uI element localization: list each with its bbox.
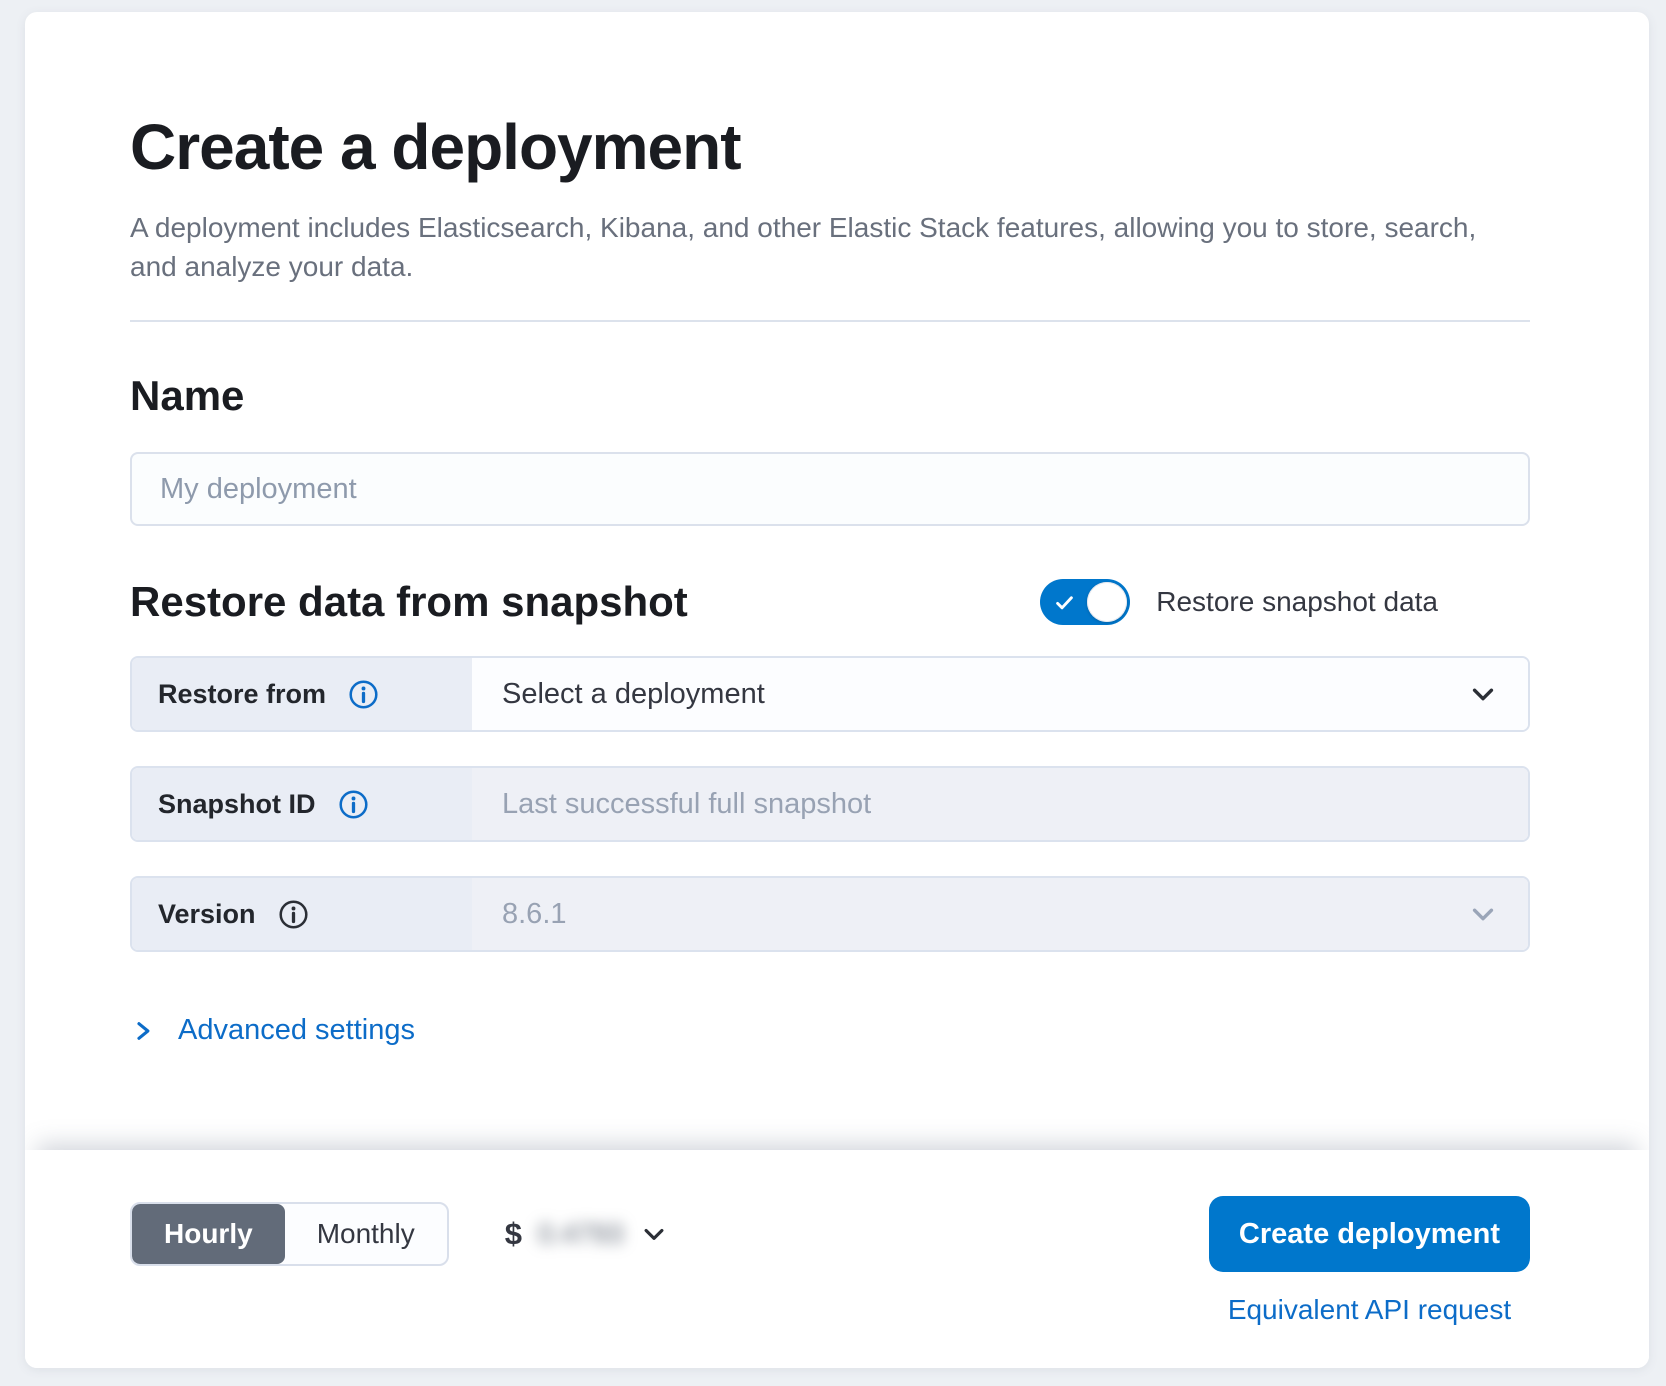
divider xyxy=(130,320,1530,322)
restore-from-label: Restore from xyxy=(158,678,327,709)
info-icon[interactable] xyxy=(278,899,309,930)
chevron-down-icon xyxy=(1468,679,1498,709)
restore-from-label-cell: Restore from xyxy=(132,658,472,730)
billing-monthly-button[interactable]: Monthly xyxy=(285,1204,447,1264)
restore-snapshot-toggle[interactable] xyxy=(1040,579,1131,625)
actions-cluster: Create deployment Equivalent API request xyxy=(1208,1196,1530,1326)
price-currency: $ xyxy=(504,1216,522,1251)
restore-from-select[interactable]: Select a deployment xyxy=(472,658,1528,730)
price-dropdown[interactable]: $ 0.4793 xyxy=(505,1216,668,1252)
snapshot-id-input: Last successful full snapshot xyxy=(472,768,1528,840)
restore-from-row: Restore from Select a deployment xyxy=(130,656,1530,732)
chevron-right-icon xyxy=(130,1018,156,1044)
equivalent-api-request-link[interactable]: Equivalent API request xyxy=(1227,1294,1512,1325)
billing-hourly-button[interactable]: Hourly xyxy=(132,1204,285,1264)
snapshot-id-label-cell: Snapshot ID xyxy=(132,768,472,840)
snapshot-id-label: Snapshot ID xyxy=(158,788,316,819)
page-title: Create a deployment xyxy=(130,111,742,183)
name-section-heading: Name xyxy=(130,372,245,419)
version-label-cell: Version xyxy=(132,878,472,950)
version-select: 8.6.1 xyxy=(472,878,1528,950)
version-row: Version 8.6.1 xyxy=(130,876,1530,952)
check-icon xyxy=(1056,596,1074,610)
advanced-settings-label: Advanced settings xyxy=(178,1014,415,1046)
restore-section-heading: Restore data from snapshot xyxy=(130,578,688,625)
restore-snapshot-toggle-group: Restore snapshot data xyxy=(1040,579,1438,625)
chevron-down-icon xyxy=(1468,899,1498,929)
price-amount-blurred: 0.4793 xyxy=(537,1218,624,1249)
billing-period-group: Hourly Monthly xyxy=(130,1202,449,1266)
advanced-settings-link[interactable]: Advanced settings xyxy=(130,1014,415,1047)
create-deployment-button[interactable]: Create deployment xyxy=(1208,1196,1530,1272)
create-deployment-panel: Create a deployment A deployment include… xyxy=(25,12,1649,1368)
info-icon[interactable] xyxy=(348,679,379,710)
toggle-knob xyxy=(1087,582,1128,622)
snapshot-id-row: Snapshot ID Last successful full snapsho… xyxy=(130,766,1530,842)
bottom-bar: Hourly Monthly $ 0.4793 Create deploymen… xyxy=(25,1150,1649,1368)
deployment-name-input[interactable] xyxy=(130,452,1530,526)
page-subtitle: A deployment includes Elasticsearch, Kib… xyxy=(130,212,1477,282)
chevron-down-icon xyxy=(640,1220,668,1248)
main-content: Create a deployment A deployment include… xyxy=(25,12,1649,1150)
toggle-label: Restore snapshot data xyxy=(1156,586,1438,617)
info-icon[interactable] xyxy=(338,789,369,820)
billing-cluster: Hourly Monthly $ 0.4793 xyxy=(130,1196,668,1272)
version-label: Version xyxy=(158,898,256,929)
restore-section-header: Restore data from snapshot Restore snaps… xyxy=(130,578,1530,626)
